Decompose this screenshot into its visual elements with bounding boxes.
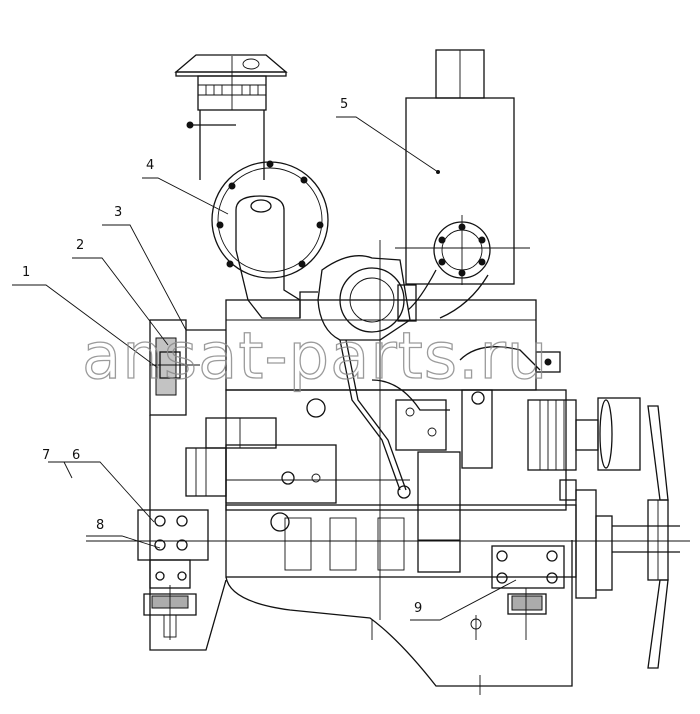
flywheel-housing <box>149 319 227 651</box>
callout-8: 8 <box>96 518 104 533</box>
fuel-system <box>339 339 541 573</box>
callout-4: 4 <box>146 158 154 173</box>
callout-6: 6 <box>72 448 80 463</box>
callout-5: 5 <box>340 97 348 112</box>
callout-labels: 1 2 3 4 5 6 7 8 9 <box>22 97 422 616</box>
air-cleaner-assembly <box>174 54 329 319</box>
front-accessory-drive <box>527 351 680 669</box>
callout-9: 9 <box>414 601 422 616</box>
callout-7: 7 <box>42 448 50 463</box>
starter-motor <box>185 417 337 504</box>
front-mount-right <box>491 545 565 640</box>
callout-1: 1 <box>22 265 30 280</box>
rear-mount-left <box>137 509 209 640</box>
leader-lines <box>12 116 517 621</box>
muffler-assembly <box>395 49 530 319</box>
callout-3: 3 <box>114 205 122 220</box>
watermark-text: ansat-parts.ru <box>82 320 548 394</box>
callout-2: 2 <box>76 238 84 253</box>
